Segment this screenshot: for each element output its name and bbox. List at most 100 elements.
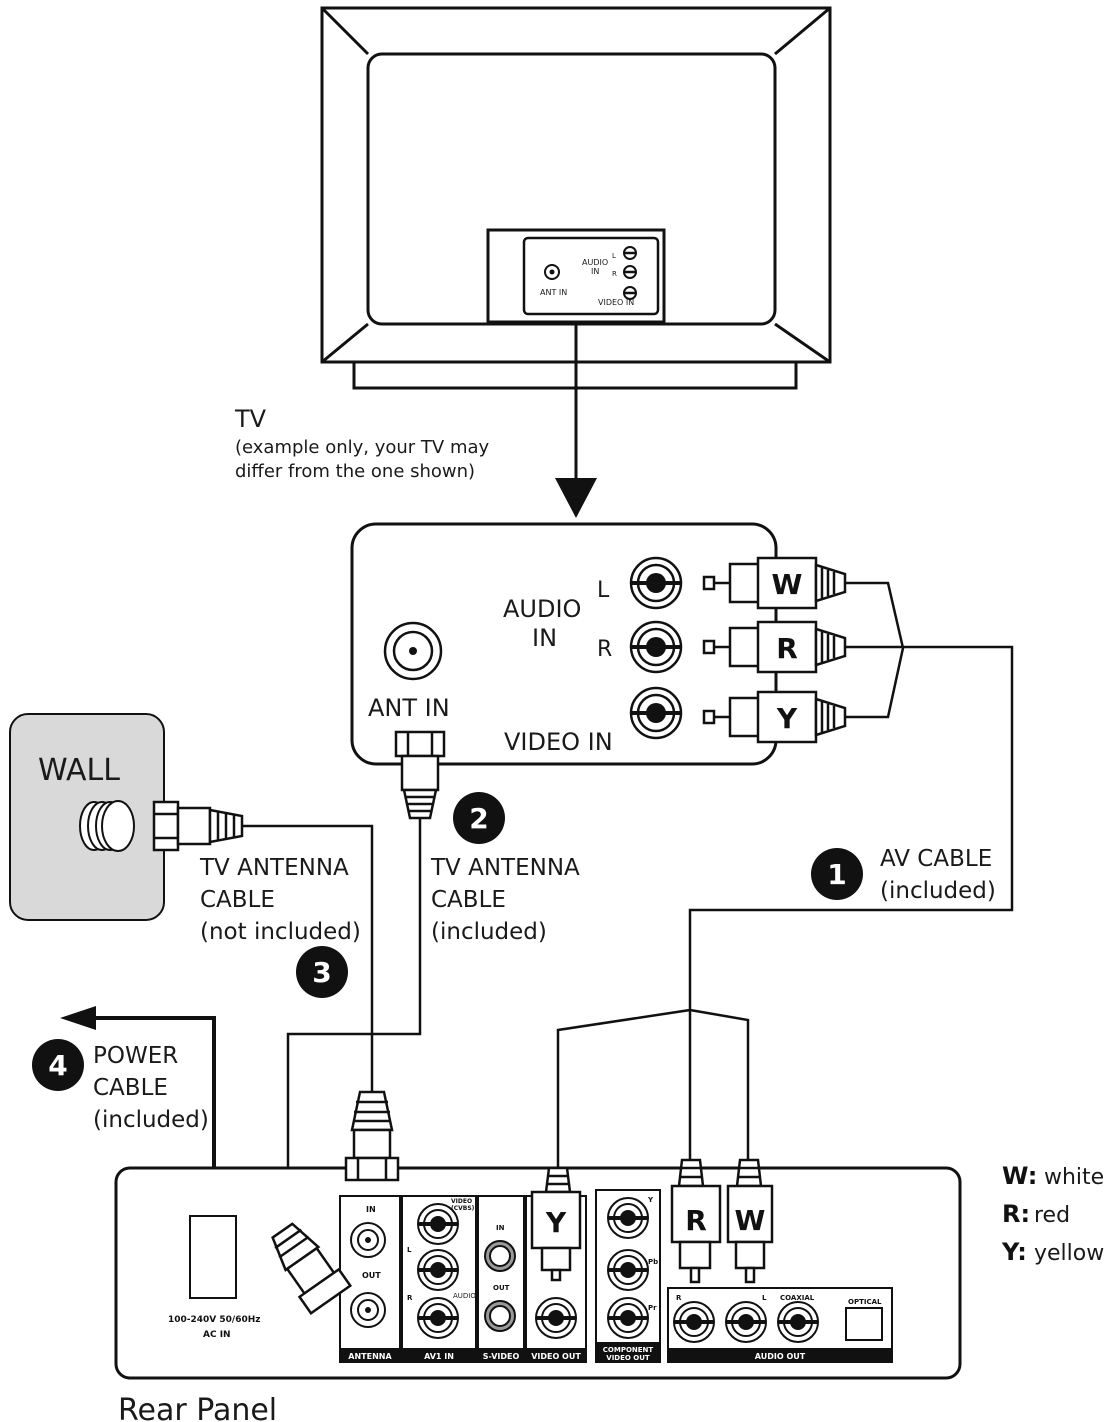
step-1-line2: (included) xyxy=(880,878,996,904)
rear-jack xyxy=(607,1249,649,1291)
zoom-video-in-label: VIDEO IN xyxy=(504,728,613,756)
wall-label: WALL xyxy=(38,753,120,788)
zoom-plug-w: W xyxy=(772,568,803,601)
av1-video-label: VIDEO xyxy=(451,1198,472,1205)
ant-in-jack xyxy=(383,621,443,681)
antenna-plug-angled xyxy=(271,1222,353,1315)
zoom-arrow xyxy=(555,322,597,518)
legend-r-val: red xyxy=(1034,1203,1070,1228)
step-4-badge: 4 xyxy=(32,1039,84,1091)
svg-text:1: 1 xyxy=(827,858,846,891)
tv-in-label: IN xyxy=(591,267,599,276)
rear-jack xyxy=(607,1297,649,1339)
av1-r-label: R xyxy=(407,1294,413,1302)
wall-outlet xyxy=(79,800,135,852)
legend-r-key: R: xyxy=(1002,1200,1030,1228)
step-2-line2: CABLE xyxy=(431,887,506,913)
rear-jack xyxy=(607,1197,649,1239)
ant-in-small: IN xyxy=(366,1205,376,1214)
coaxial-label: COAXIAL xyxy=(780,1294,815,1302)
section-antenna: ANTENNA xyxy=(348,1352,392,1361)
av1-cvbs-label: (CVBS) xyxy=(451,1205,475,1212)
component-y-label: Y xyxy=(647,1196,654,1204)
rear-jack xyxy=(417,1249,459,1291)
tv-jack-panel: ANT IN AUDIO IN L R VIDEO IN xyxy=(540,246,637,307)
step-4-line3: (included) xyxy=(93,1107,209,1133)
section-svideo: S-VIDEO xyxy=(483,1352,520,1361)
step-1-line1: AV CABLE xyxy=(880,846,992,872)
rear-rca-jacks xyxy=(417,1197,819,1343)
ac-inlet xyxy=(189,1215,237,1299)
antenna-plug-rear xyxy=(344,1090,400,1182)
antenna-cable-3 xyxy=(242,824,374,1092)
rear-jack xyxy=(417,1203,459,1245)
tv-audio-label: AUDIO xyxy=(582,258,608,267)
zoom-plug-y: Y xyxy=(776,702,798,735)
rear-jack xyxy=(535,1297,577,1339)
optical-label: OPTICAL xyxy=(848,1298,882,1306)
section-av1: AV1 IN xyxy=(424,1352,454,1361)
step-4-line1: POWER xyxy=(93,1043,178,1069)
zoom-r-label: R xyxy=(597,637,612,662)
zoom-plug-r: R xyxy=(776,632,798,665)
legend-y-val: yellow xyxy=(1034,1241,1104,1266)
rear-jack xyxy=(673,1301,715,1343)
zoom-in-label: IN xyxy=(532,624,557,652)
wall-coax-plug xyxy=(152,800,244,852)
svg-text:3: 3 xyxy=(312,956,331,989)
step-3-line2: CABLE xyxy=(200,887,275,913)
color-legend: W: white R: red Y: yellow xyxy=(1001,1162,1104,1266)
component-pb-label: Pb xyxy=(648,1258,658,1266)
svg-text:2: 2 xyxy=(469,802,488,835)
component-pr-label: Pr xyxy=(648,1304,657,1312)
av-cable xyxy=(556,581,1014,1168)
zoom-ant-in-label: ANT IN xyxy=(368,694,450,722)
legend-y-key: Y: xyxy=(1001,1238,1027,1266)
optical-port xyxy=(845,1307,883,1341)
legend-w-key: W: xyxy=(1002,1162,1037,1190)
legend-w-val: white xyxy=(1044,1165,1104,1190)
step-4-line2: CABLE xyxy=(93,1075,168,1101)
svg-text:4: 4 xyxy=(48,1049,67,1082)
section-component-2: VIDEO OUT xyxy=(606,1354,650,1362)
ant-out-small: OUT xyxy=(362,1271,381,1280)
tv-note-line1: (example only, your TV may xyxy=(235,437,490,458)
rear-panel-caption: Rear Panel xyxy=(118,1393,277,1422)
section-videoout: VIDEO OUT xyxy=(531,1352,581,1361)
rear-plug-r: R xyxy=(685,1204,707,1237)
rear-plug-w: W xyxy=(735,1204,766,1237)
zoom-audio-label: AUDIO xyxy=(503,595,581,623)
svideo-out-label: OUT xyxy=(493,1284,510,1292)
rear-jack xyxy=(777,1301,819,1343)
rear-jack xyxy=(725,1301,767,1343)
rear-video-plug xyxy=(530,1166,582,1282)
power-cable xyxy=(60,1006,216,1218)
rear-audio-plugs xyxy=(670,1158,774,1284)
ac-rating: 100-240V 50/60Hz xyxy=(168,1315,261,1325)
zoom-l-label: L xyxy=(597,578,610,603)
rear-jack xyxy=(417,1297,459,1339)
av1-l-label: L xyxy=(407,1246,412,1254)
step-3-line3: (not included) xyxy=(200,919,361,945)
av1-audio-label: AUDIO xyxy=(453,1292,476,1300)
tv-l-label: L xyxy=(612,252,616,260)
step-2-badge: 2 xyxy=(453,792,505,844)
section-component-1: COMPONENT xyxy=(603,1346,654,1354)
svideo-in-label: IN xyxy=(496,1224,505,1232)
tv-r-label: R xyxy=(612,270,617,278)
rca-plugs-zoom xyxy=(702,556,847,744)
rca-jacks-zoom xyxy=(629,556,683,740)
rear-plug-y: Y xyxy=(545,1206,567,1239)
tv-ant-in-label: ANT IN xyxy=(540,288,567,297)
tv-video-in-label: VIDEO IN xyxy=(598,298,634,307)
ac-in-label: AC IN xyxy=(203,1330,231,1340)
step-3-line1: TV ANTENNA xyxy=(199,855,349,881)
step-2-line3: (included) xyxy=(431,919,547,945)
coax-plug-zoom xyxy=(394,730,446,820)
step-1-badge: 1 xyxy=(811,848,863,900)
svideo-jacks xyxy=(484,1240,516,1332)
section-audioout: AUDIO OUT xyxy=(755,1352,806,1361)
audioout-r-label: R xyxy=(676,1294,682,1302)
antenna-cable-2 xyxy=(286,818,422,1225)
